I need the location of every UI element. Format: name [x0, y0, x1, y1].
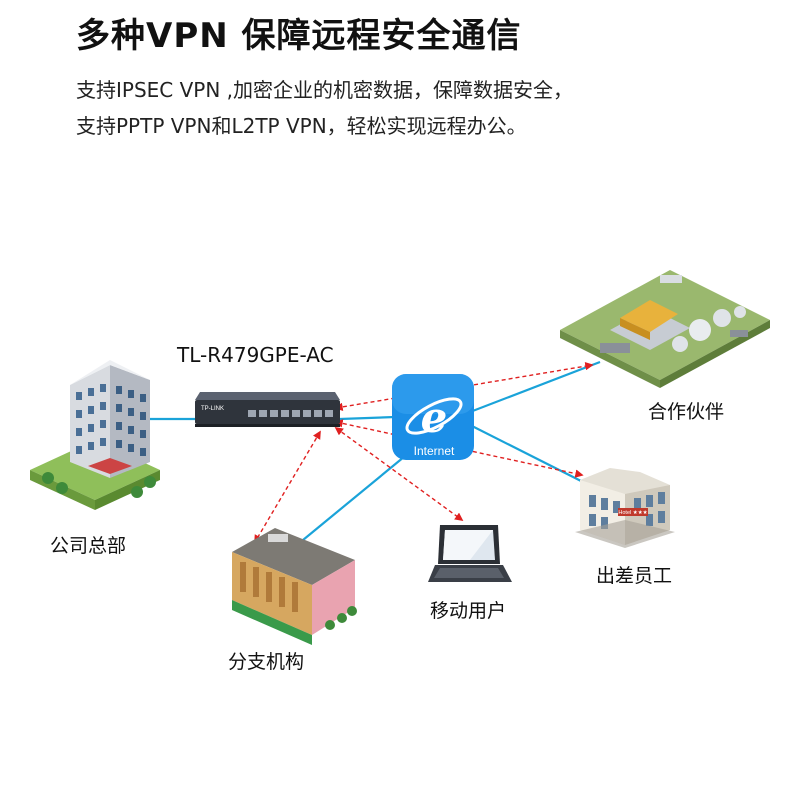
node-label-travel-staff: 出差员工 [596, 565, 673, 587]
partner-factory-icon [560, 270, 770, 388]
svg-text:e: e [421, 393, 448, 442]
router-ports [248, 410, 333, 417]
router-brand-text: TP-LINK [201, 406, 224, 412]
hotel-building-icon: Hotel ★★★ [575, 468, 675, 548]
node-label-branch: 分支机构 [228, 651, 305, 673]
router-device: TP-LINK [195, 392, 340, 427]
vpn-tunnel-mobile [334, 427, 464, 521]
link-internet-travel [469, 424, 584, 483]
link-internet-partner [469, 360, 601, 414]
page-title: 多种VPN 保障远程安全通信 [76, 16, 522, 56]
node-label-mobile-user: 移动用户 [430, 600, 507, 622]
blue-links [150, 360, 601, 541]
internet-label: Internet [414, 444, 455, 458]
description-line-1: 支持IPSEC VPN ,加密企业的机密数据，保障数据安全， [76, 78, 574, 102]
router-model-label: TL-R479GPE-AC [177, 343, 334, 367]
link-router-internet [339, 415, 396, 421]
hotel-sign: Hotel ★★★ [618, 509, 647, 516]
vpn-tunnel-branch [254, 430, 321, 544]
branch-building-icon [232, 528, 357, 645]
node-label-headquarters: 公司总部 [50, 535, 127, 557]
link-internet-branch [302, 451, 411, 541]
laptop-icon [428, 525, 512, 582]
node-label-partner: 合作伙伴 [648, 401, 725, 423]
headquarters-building [30, 360, 160, 510]
description-line-2: 支持PPTP VPN和L2TP VPN，轻松实现远程办公。 [76, 114, 527, 138]
internet-icon: e Internet [392, 374, 474, 460]
